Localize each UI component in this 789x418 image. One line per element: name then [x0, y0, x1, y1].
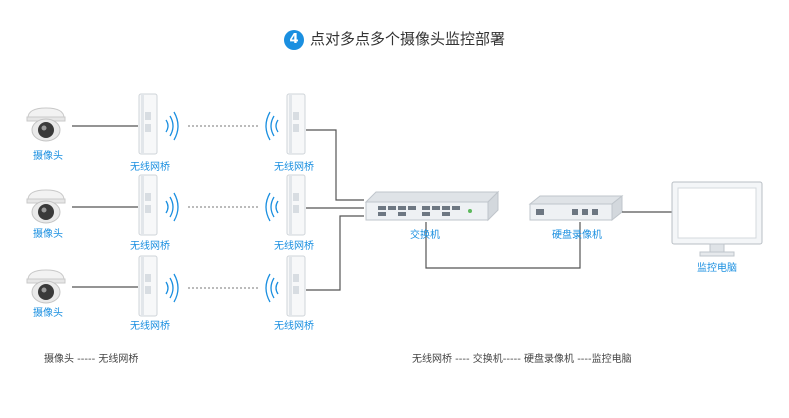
bridge-label: 无线网桥 — [130, 321, 170, 332]
step-number-badge: 4 — [283, 30, 304, 50]
camera-icon — [26, 189, 66, 224]
wifi-waves-icon — [265, 273, 279, 303]
wireless-bridge-icon — [138, 174, 158, 236]
switch-icon — [364, 190, 500, 222]
camera-label: 摄像头 — [33, 229, 63, 240]
wifi-waves-icon — [265, 111, 279, 141]
nvr-label: 硬盘录像机 — [552, 230, 602, 241]
wifi-waves-icon — [165, 192, 179, 222]
caption-right: 无线网桥 ---- 交换机----- 硬盘录像机 ----监控电脑 — [412, 354, 632, 365]
switch-nvr-cable — [425, 222, 581, 269]
row-1 — [26, 93, 306, 155]
wireless-bridge-icon — [286, 93, 306, 155]
uplink-cables — [306, 129, 364, 291]
wireless-bridge-icon — [138, 255, 158, 317]
camera-label: 摄像头 — [33, 308, 63, 319]
bridge-label: 无线网桥 — [274, 321, 314, 332]
camera-label: 摄像头 — [33, 151, 63, 162]
wifi-waves-icon — [165, 273, 179, 303]
bridge-label: 无线网桥 — [130, 241, 170, 252]
title-text: 点对多点多个摄像头监控部署 — [309, 30, 505, 48]
bridge-label: 无线网桥 — [274, 241, 314, 252]
pc-label: 监控电脑 — [697, 263, 737, 274]
diagram-title: 4 点对多点多个摄像头监控部署 — [0, 28, 789, 50]
nvr-icon — [528, 194, 624, 222]
row-3 — [26, 255, 306, 317]
wifi-waves-icon — [165, 111, 179, 141]
caption-left: 摄像头 ----- 无线网桥 — [44, 354, 139, 365]
wireless-bridge-icon — [286, 255, 306, 317]
wireless-bridge-icon — [138, 93, 158, 155]
monitor-icon — [671, 181, 763, 257]
row-2 — [26, 174, 306, 236]
bridge-label: 无线网桥 — [274, 162, 314, 173]
bridge-label: 无线网桥 — [130, 162, 170, 173]
wifi-waves-icon — [265, 192, 279, 222]
wireless-bridge-icon — [286, 174, 306, 236]
switch-label: 交换机 — [410, 230, 440, 241]
camera-icon — [26, 107, 66, 142]
camera-icon — [26, 269, 66, 304]
